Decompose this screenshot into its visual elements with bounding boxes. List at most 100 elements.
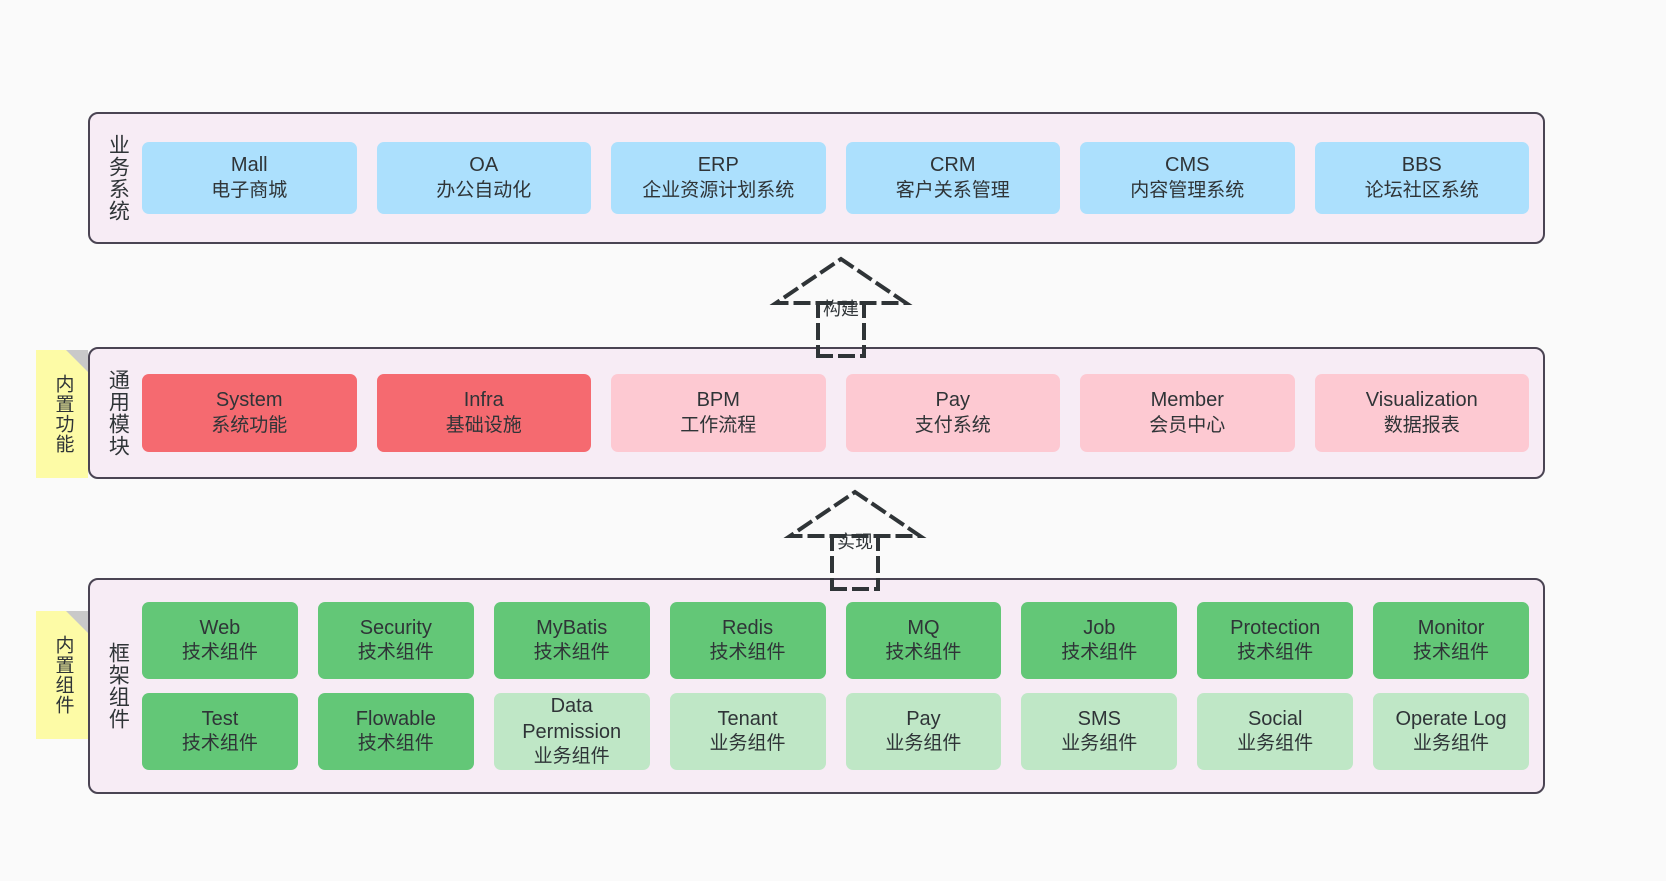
- node-subtitle: 业务组件: [885, 733, 962, 755]
- node-title: Operate Log: [1395, 707, 1507, 730]
- layer-caption-framework: 框架组件: [106, 642, 130, 730]
- node-subtitle: 支付系统: [914, 414, 991, 436]
- sticky-note-framework: 内置组件: [36, 611, 88, 739]
- node-subtitle: 办公自动化: [436, 179, 532, 201]
- node-title: System: [215, 389, 283, 412]
- node-subtitle: 技术组件: [357, 733, 434, 755]
- node-subtitle: 技术组件: [1413, 642, 1490, 664]
- node-subtitle: 数据报表: [1383, 414, 1460, 436]
- node-subtitle: 业务组件: [1237, 733, 1314, 755]
- node-flowable[interactable]: Flowable 技术组件: [317, 693, 474, 770]
- node-mq[interactable]: MQ 技术组件: [845, 602, 1002, 679]
- node-title: Redis: [721, 616, 774, 639]
- node-subtitle: 业务组件: [1413, 733, 1490, 755]
- node-title: BBS: [1401, 154, 1442, 177]
- node-title: ERP: [697, 154, 739, 177]
- node-title: Member: [1150, 389, 1224, 412]
- node-title: Web: [199, 616, 241, 639]
- node-title: Tenant: [717, 707, 778, 730]
- generalization-arrow-icon: [769, 256, 913, 358]
- node-title: Pay: [935, 389, 970, 412]
- node-title: Test: [201, 707, 239, 730]
- node-sms[interactable]: SMS 业务组件: [1021, 693, 1178, 770]
- layer-caption-common: 通用模块: [106, 369, 130, 457]
- node-title: Infra: [463, 389, 504, 412]
- node-title: MyBatis: [536, 616, 608, 639]
- node-subtitle: 技术组件: [1061, 642, 1138, 664]
- connector-build: 构建: [756, 255, 926, 360]
- node-title: Mall: [230, 154, 268, 177]
- node-subtitle: 基础设施: [445, 414, 522, 436]
- node-title: Social: [1247, 707, 1303, 730]
- node-title: Job: [1083, 616, 1116, 639]
- node-social[interactable]: Social 业务组件: [1197, 693, 1354, 770]
- node-subtitle: 系统功能: [211, 414, 288, 436]
- node-subtitle: 客户关系管理: [895, 179, 1010, 201]
- node-title: SMS: [1077, 707, 1121, 730]
- node-test[interactable]: Test 技术组件: [142, 693, 298, 770]
- node-subtitle: 技术组件: [357, 642, 434, 664]
- node-job[interactable]: Job 技术组件: [1021, 602, 1178, 679]
- node-title: BPM: [696, 389, 740, 412]
- page-fold-icon: [66, 611, 88, 633]
- node-title: MQ: [907, 616, 940, 639]
- sticky-note-label: 内置功能: [52, 374, 74, 454]
- node-operate-log[interactable]: Operate Log 业务组件: [1373, 693, 1529, 770]
- node-subtitle: 会员中心: [1149, 414, 1226, 436]
- node-subtitle: 业务组件: [1061, 733, 1138, 755]
- sticky-note-label: 内置组件: [52, 635, 74, 715]
- connector-realize: 实现: [770, 488, 940, 593]
- node-title: Protection: [1230, 616, 1321, 639]
- node-title: Flowable: [355, 707, 436, 730]
- node-subtitle: 业务组件: [709, 733, 786, 755]
- sticky-note-common: 内置功能: [36, 350, 88, 478]
- node-redis[interactable]: Redis 技术组件: [669, 602, 826, 679]
- node-subtitle: 论坛社区系统: [1364, 179, 1479, 201]
- connector-label-build: 构建: [823, 299, 859, 319]
- node-subtitle: 业务组件: [533, 745, 610, 767]
- node-title: Visualization: [1365, 389, 1478, 412]
- node-title: Data Permission: [522, 695, 622, 743]
- node-title: CMS: [1165, 154, 1210, 177]
- node-subtitle: 工作流程: [680, 414, 757, 436]
- connector-label-realize: 实现: [837, 532, 873, 552]
- node-subtitle: 电子商城: [211, 179, 288, 201]
- node-subtitle: 内容管理系统: [1130, 179, 1245, 201]
- node-subtitle: 技术组件: [709, 642, 786, 664]
- node-title: CRM: [929, 154, 976, 177]
- node-subtitle: 技术组件: [885, 642, 962, 664]
- node-subtitle: 技术组件: [181, 733, 258, 755]
- layer-caption-business: 业务系统: [106, 134, 130, 222]
- node-title: Security: [359, 616, 432, 639]
- node-tenant[interactable]: Tenant 业务组件: [669, 693, 826, 770]
- page-fold-icon: [66, 350, 88, 372]
- node-security[interactable]: Security 技术组件: [317, 602, 474, 679]
